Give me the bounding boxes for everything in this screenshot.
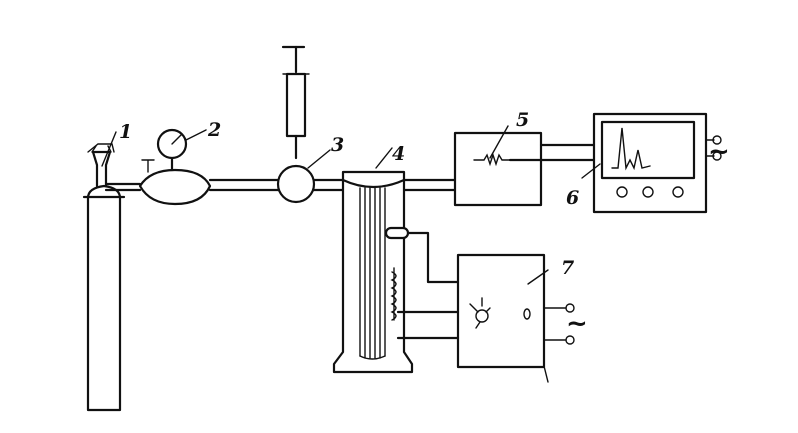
label-oven: 4 (392, 143, 405, 165)
syringe-injector (276, 45, 331, 204)
signal-lines (508, 143, 596, 162)
pressure-gauge (138, 128, 212, 206)
detector (453, 125, 543, 207)
label-syringe: 3 (331, 134, 344, 156)
labels: 1 2 3 4 5 6 7 ~ ~ (119, 109, 730, 339)
label-detector: 5 (516, 109, 529, 131)
label-cylinder: 1 (119, 121, 132, 143)
ac-symbol-recorder: ~ (708, 137, 730, 167)
column-oven (332, 147, 414, 374)
gas-cylinder (82, 131, 126, 412)
label-recorder: 6 (566, 187, 579, 209)
controller (456, 253, 575, 383)
recorder (581, 112, 722, 214)
controller-wiring (396, 231, 460, 340)
label-controller: 7 (561, 257, 574, 279)
gas-line (104, 178, 344, 192)
ac-symbol-controller: ~ (566, 309, 588, 339)
label-gauge: 2 (207, 119, 221, 141)
